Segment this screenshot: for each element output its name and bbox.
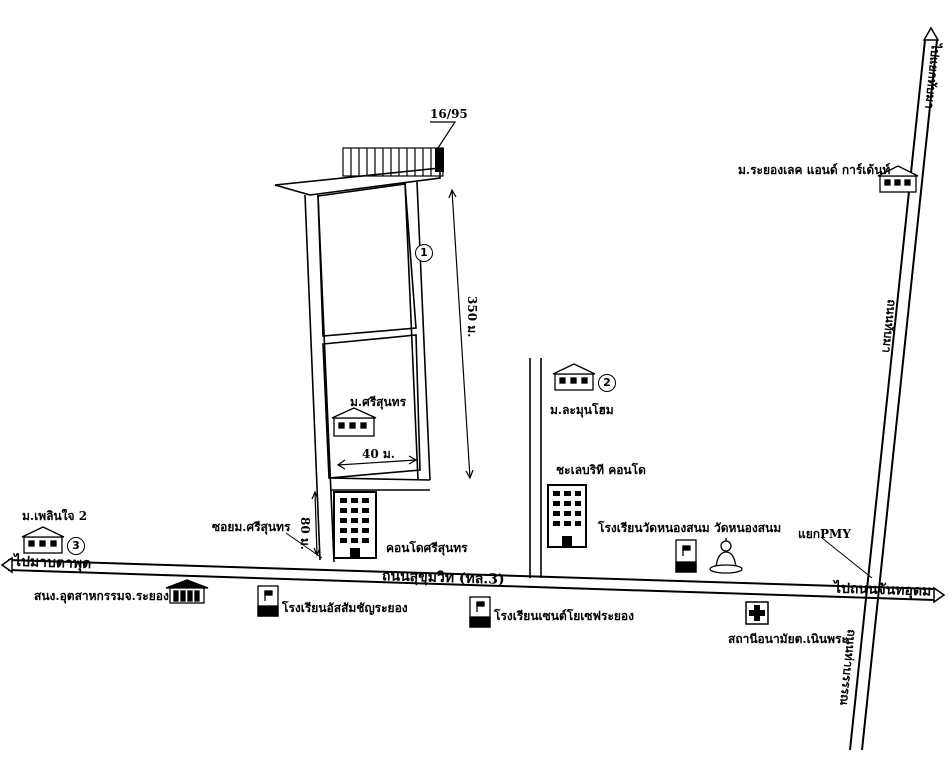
school-nongsanom-icon [675, 539, 697, 573]
plot-pointer [430, 121, 457, 149]
marker-2: 2 [598, 374, 616, 392]
junction-label: แยกPMY [798, 527, 851, 541]
village-srisunthorn-label: ม.ศรีสุนทร [350, 395, 407, 409]
width-label: 40 ม. [362, 447, 395, 461]
temple-buddha-icon [709, 538, 743, 574]
school-stjoseph-icon [469, 596, 491, 628]
width-dimension-line [336, 455, 418, 470]
lot-row [342, 147, 444, 177]
junction-pointer [821, 537, 873, 579]
target-plot [435, 148, 444, 172]
health-center-label: สถานีอนามัยต.เนินพระ [728, 632, 848, 646]
frontage-label: 80 ม. [298, 517, 312, 550]
plot-number-label: 16/95 [430, 107, 468, 121]
office-building-icon [165, 579, 209, 604]
sukhumvit-road [7, 559, 936, 601]
house-srisunthorn-icon [331, 407, 377, 437]
arrow-left-icon [0, 556, 13, 574]
soi-pointer [285, 532, 323, 559]
school-stjoseph-label: โรงเรียนเซนต์โยเซฟระยอง [494, 609, 634, 623]
industry-office-label: สนง.อุตสาหกรรมจ.ระยอง [34, 589, 169, 603]
condo-srisunthorn-label: คอนโดศรีสุนทร [386, 541, 468, 555]
condo-saleborithi-icon [547, 484, 587, 548]
house-ploenjai-icon [21, 526, 65, 554]
direction-maptaphut-label: ไปมาบตาพุด [13, 553, 92, 573]
school-assumption-label: โรงเรียนอัสสัมชัญระยอง [282, 601, 408, 615]
village-lamunhome-label: ม.ละมุนโฮม [550, 403, 614, 417]
house-lamunhome-icon [552, 363, 596, 391]
direction-chanudom-label: ไปถนนจันทอุดม [833, 580, 932, 600]
arrow-right-icon [933, 586, 946, 604]
depth-dimension-line [448, 188, 474, 480]
village-rayonglake-label: ม.ระยองเลค แอนด์ การ์เด้นท์ [738, 163, 891, 177]
condo-saleborithi-label: ชะเลบริที คอนโด [556, 463, 646, 477]
side-road [529, 358, 542, 578]
marker-1: 1 [415, 244, 433, 262]
health-center-cross-icon [745, 601, 769, 625]
school-nongsanom-label: โรงเรียนวัดหนองสนม [598, 521, 710, 535]
soi-label: ซอยม.ศรีสุนทร [212, 520, 291, 534]
sukhumvit-label: ถนนสุขุมวิท (ทล.3) [381, 568, 505, 588]
depth-label: 350 ม. [465, 296, 479, 338]
marker-3: 3 [67, 537, 85, 555]
school-assumption-icon [257, 585, 279, 617]
house-rayonglake-icon [877, 165, 919, 193]
arrow-up-icon [922, 26, 940, 41]
condo-srisunthorn-icon [333, 491, 377, 559]
tabma-road [849, 39, 938, 751]
village-ploenjai-label: ม.เพลินใจ 2 [22, 509, 88, 523]
temple-nongsanom-label: วัดหนองสนม [714, 521, 782, 535]
